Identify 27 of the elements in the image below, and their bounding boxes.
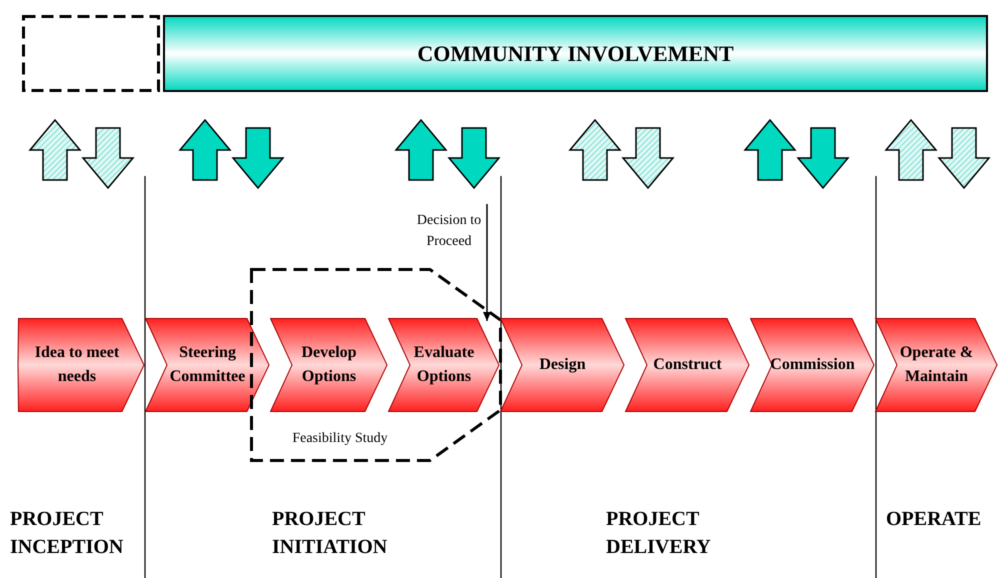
leader-arrow xyxy=(483,204,491,321)
phase-label: PROJECT INCEPTION xyxy=(10,507,124,560)
banner-box xyxy=(163,15,988,92)
dashed-outline xyxy=(250,268,502,462)
process-step xyxy=(388,318,500,412)
process-step xyxy=(750,318,875,412)
process-step xyxy=(500,318,625,412)
process-step xyxy=(145,318,270,412)
step-label: Design xyxy=(538,355,587,375)
step-label: Steering Committee xyxy=(168,343,246,387)
banner-title: COMMUNITY INVOLVEMENT xyxy=(416,40,735,68)
group-label: Feasibility Study xyxy=(291,430,389,448)
dashed-box xyxy=(22,15,160,92)
annotation-text: Decision to Proceed xyxy=(410,198,488,264)
process-step xyxy=(270,318,388,412)
step-label: Evaluate Options xyxy=(412,343,476,387)
process-step xyxy=(875,318,998,412)
phase-label: PROJECT DELIVERY xyxy=(606,507,712,560)
step-label: Construct xyxy=(652,355,723,375)
process-step xyxy=(625,318,750,412)
step-label: Idea to meet needs xyxy=(34,343,120,387)
process-step xyxy=(18,318,145,412)
step-label: Operate & Maintain xyxy=(898,343,974,387)
phase-label: OPERATE xyxy=(886,507,982,532)
step-label: Develop Options xyxy=(300,343,358,387)
phase-label: PROJECT INITIATION xyxy=(272,507,388,560)
step-label: Commission xyxy=(769,355,856,375)
